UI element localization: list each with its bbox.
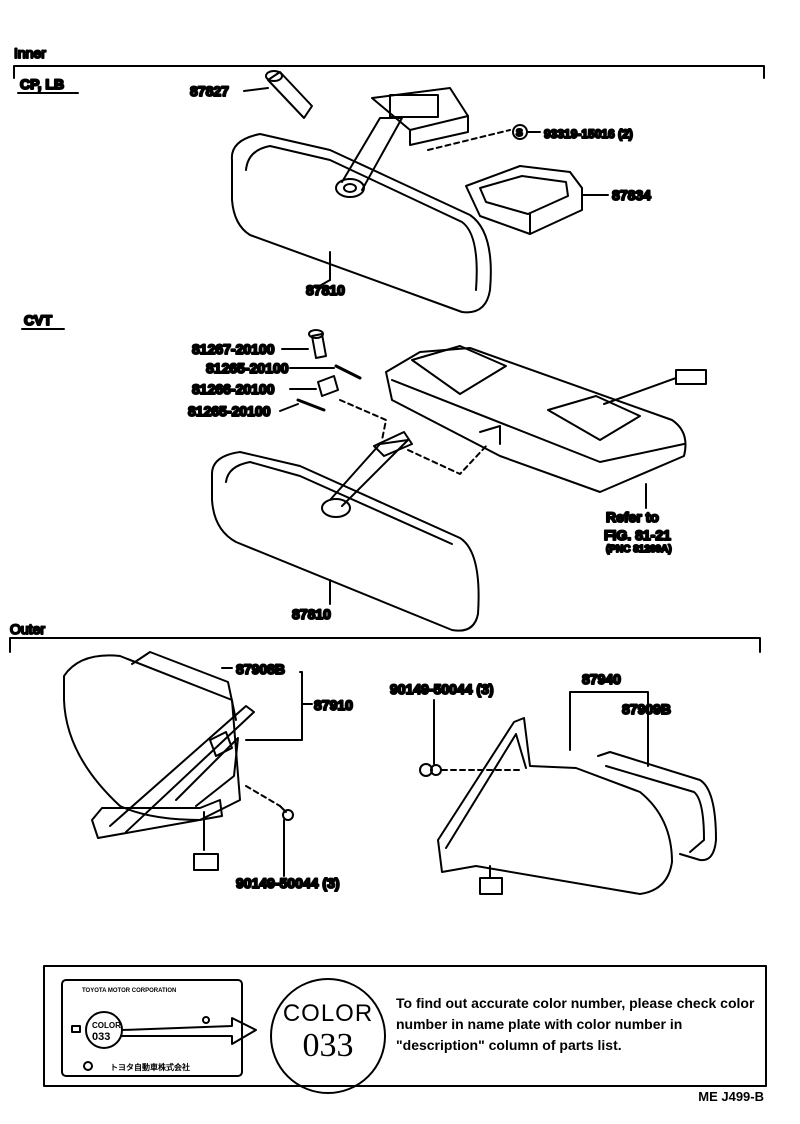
label-87810-cvt: 87810 (292, 606, 331, 622)
label-93319-15016: 93319-15016 (2) (544, 127, 633, 141)
label-90149-50044-right: 90149-50044 (3) (390, 681, 494, 697)
inner-mirror-stay (341, 87, 469, 191)
label-87909B: 87909B (622, 701, 671, 717)
label-81266-20100: 81266-20100 (192, 381, 275, 397)
outer-bracket (9, 637, 761, 653)
label-81267-20100: 81267-20100 (192, 341, 275, 357)
inner-mirror-cp-lb (230, 133, 492, 314)
label-87810-inner: 87810 (306, 282, 345, 298)
section-outer-label: Outer (10, 621, 45, 637)
plate-color-word: COLOR (92, 1021, 121, 1030)
outer-right-mirror (437, 717, 717, 895)
inner-bracket (13, 65, 765, 79)
label-81265-20100-lower: 81265-20100 (188, 403, 271, 419)
color-word: COLOR (282, 1000, 374, 1027)
label-87908B: 87908B (236, 661, 285, 677)
color-number: 033 (302, 1027, 354, 1064)
info-box (43, 965, 767, 1087)
label-81265-20100-upper: 81265-20100 (206, 360, 289, 376)
plate-color-number: 033 (92, 1031, 110, 1043)
section-cvt-label: CVT (24, 312, 52, 328)
section-inner-label: Inner (14, 45, 46, 61)
figure-code: ME J499-B (698, 1089, 764, 1104)
refer-pnc-text: (PNC 81260A) (606, 544, 672, 555)
section-cp-lb-label: CP, LB (20, 76, 64, 92)
label-87827: 87827 (190, 83, 229, 99)
label-87834: 87834 (612, 187, 651, 203)
label-87940: 87940 (582, 671, 621, 687)
s-mark-text: S (516, 128, 523, 139)
label-90149-50044-left: 90149-50044 (3) (236, 875, 340, 891)
name-plate-illustration (61, 979, 257, 1077)
cvt-mirror (211, 431, 480, 632)
color-033-badge: COLOR 033 (270, 978, 386, 1094)
refer-fig-text: FIG. 81-21 (604, 527, 671, 543)
color-instruction-note: To find out accurate color number, pleas… (396, 995, 755, 1053)
cvt-fastener-parts (296, 329, 362, 412)
screw-90149-left (279, 805, 294, 821)
cvt-console-unit (385, 345, 707, 493)
refer-to-text: Refer to (606, 509, 659, 525)
plate-bottom-text: トヨタ自動車株式会社 (110, 1062, 190, 1072)
part-87834-cover (465, 165, 583, 235)
label-87910: 87910 (314, 697, 353, 713)
screw-90149-right (419, 763, 442, 777)
part-87827-cover (265, 70, 313, 119)
outer-left-mirror (63, 651, 255, 871)
plate-title-text: TOYOTA MOTOR CORPORATION (82, 988, 176, 994)
